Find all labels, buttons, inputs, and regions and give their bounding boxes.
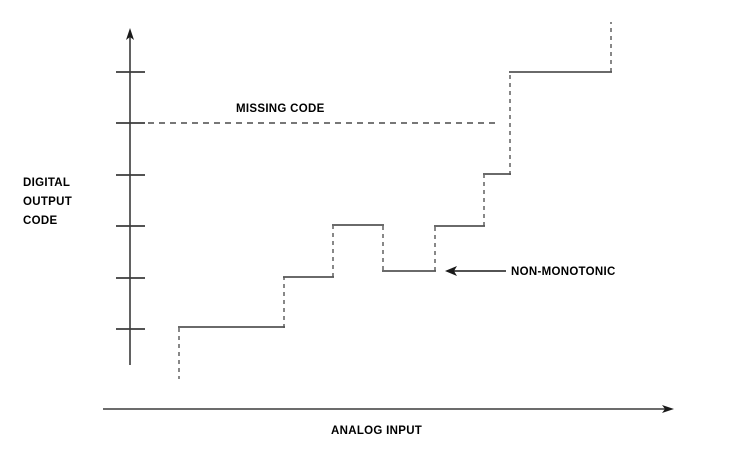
- staircase-treads: [178, 71, 612, 328]
- y-axis-title-line-1: DIGITAL: [23, 177, 71, 189]
- staircase-risers: [178, 22, 612, 379]
- y-axis-title-line-2: OUTPUT: [23, 196, 73, 208]
- x-axis-arrow-icon: [662, 405, 674, 413]
- x-axis-group: [103, 405, 674, 413]
- y-axis-title: DIGITAL OUTPUT CODE: [23, 174, 72, 231]
- missing-code-label: MISSING CODE: [236, 103, 325, 115]
- non-monotonic-label: NON-MONOTONIC: [511, 266, 616, 278]
- y-axis-title-line-3: CODE: [23, 215, 58, 227]
- y-axis-group: [116, 28, 145, 365]
- y-axis-arrow-icon: [126, 28, 134, 40]
- non-monotonic-callout-arrow: [445, 266, 506, 276]
- arrow-left-icon: [445, 266, 457, 276]
- x-axis-title: ANALOG INPUT: [331, 425, 423, 437]
